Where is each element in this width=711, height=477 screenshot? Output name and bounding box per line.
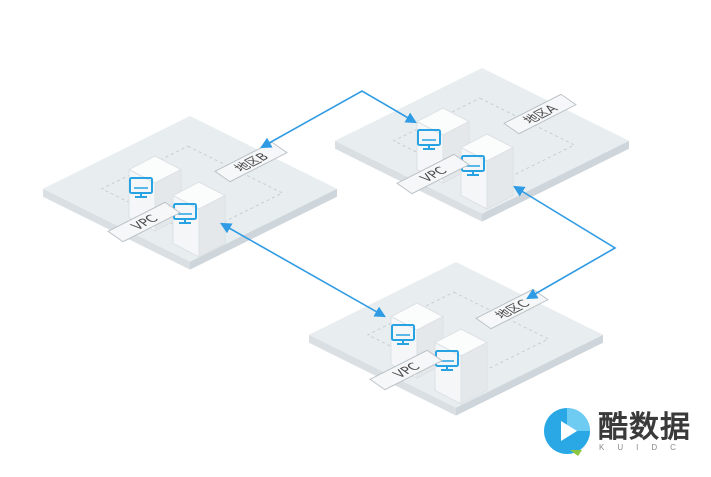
- logo-subtitle: KUIDC: [599, 443, 689, 452]
- link-c-a: [513, 185, 617, 300]
- vpc-label-box: [369, 349, 443, 391]
- connections-layer: [220, 90, 617, 318]
- monitor-icon: [129, 177, 153, 198]
- server-c-2: [433, 328, 489, 405]
- region-label-box: [475, 288, 549, 330]
- monitor-icon: [417, 129, 441, 150]
- vpc-label-box: [107, 201, 181, 243]
- vpc-label-box: [396, 153, 470, 195]
- server-a-2: [459, 133, 515, 210]
- monitor-icon: [461, 155, 485, 176]
- logo-play-icon: [544, 408, 590, 456]
- link-b-a: [260, 90, 417, 149]
- region-label-box: [503, 93, 577, 135]
- monitor-icon: [391, 324, 415, 345]
- server-b-2: [171, 181, 227, 258]
- link-b-c: [220, 222, 386, 318]
- brand-logo: 酷数据 KUIDC: [542, 402, 702, 464]
- logo-name: 酷数据: [598, 410, 691, 445]
